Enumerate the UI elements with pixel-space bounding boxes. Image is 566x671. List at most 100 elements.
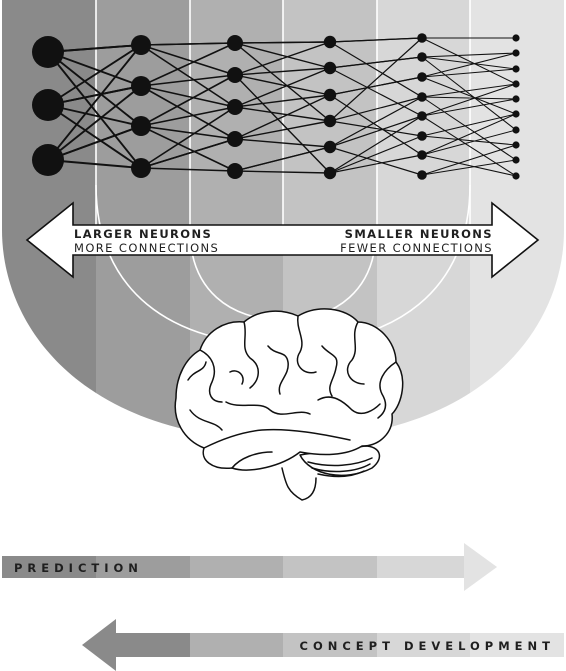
connection xyxy=(329,37,423,43)
neuron xyxy=(512,172,520,180)
size-comparison-arrow: LARGER NEURONS MORE CONNECTIONS SMALLER … xyxy=(25,201,540,279)
connection xyxy=(140,125,236,140)
neuron xyxy=(417,111,427,121)
neuron xyxy=(512,49,520,57)
prediction-arrowhead xyxy=(464,543,497,591)
connection xyxy=(140,85,236,108)
connection xyxy=(234,67,331,108)
neuron xyxy=(323,114,337,128)
neuron xyxy=(512,110,520,118)
connection xyxy=(421,113,517,137)
neuron xyxy=(32,89,64,121)
connection xyxy=(421,144,517,176)
neuron xyxy=(417,33,427,43)
connection xyxy=(234,120,331,140)
connection xyxy=(329,120,423,137)
connection xyxy=(329,115,423,174)
connection xyxy=(140,74,236,87)
connection xyxy=(421,115,517,177)
connection xyxy=(234,74,331,174)
neuron xyxy=(512,156,520,164)
concept-arrowhead xyxy=(82,619,116,671)
connection xyxy=(329,67,423,117)
concept-development-label: CONCEPT DEVELOPMENT xyxy=(300,639,555,653)
connection xyxy=(421,113,517,156)
brain-icon xyxy=(174,308,404,501)
neuron xyxy=(227,99,243,115)
connection xyxy=(140,44,236,108)
concept-segment xyxy=(115,633,190,657)
connection xyxy=(140,85,236,140)
connection xyxy=(421,56,517,70)
concept-development-bar: CONCEPT DEVELOPMENT xyxy=(82,619,564,671)
connection xyxy=(234,41,331,44)
connection xyxy=(47,51,142,87)
neuron xyxy=(131,116,151,136)
prediction-segment xyxy=(190,556,283,578)
neuron xyxy=(417,52,427,62)
neuron xyxy=(417,92,427,102)
neuron xyxy=(32,144,64,176)
connection xyxy=(234,41,331,76)
neuron xyxy=(323,35,337,49)
neuron xyxy=(512,65,520,73)
neuron xyxy=(512,126,520,134)
connection xyxy=(140,42,236,46)
neuron xyxy=(131,158,151,178)
neuron xyxy=(417,170,427,180)
connection xyxy=(47,125,142,161)
connection xyxy=(421,37,517,85)
neuron xyxy=(512,34,520,42)
connection xyxy=(329,154,423,174)
connection xyxy=(421,129,517,156)
connection xyxy=(140,125,236,172)
connection xyxy=(234,138,331,148)
connection xyxy=(421,83,517,98)
connection xyxy=(234,42,331,69)
more-connections-label: MORE CONNECTIONS xyxy=(74,241,219,255)
neuron xyxy=(417,150,427,160)
connection xyxy=(140,42,236,87)
connection xyxy=(421,52,517,78)
connection xyxy=(329,41,423,98)
neuron xyxy=(32,36,64,68)
connection xyxy=(47,51,142,127)
connection xyxy=(47,44,142,161)
prediction-bar: PREDICTION xyxy=(2,543,497,591)
network-neurons xyxy=(32,33,520,180)
neuron xyxy=(417,131,427,141)
connection xyxy=(234,94,331,140)
neuron xyxy=(227,67,243,83)
connection xyxy=(140,106,236,169)
band-2 xyxy=(96,0,190,440)
connection xyxy=(329,135,423,174)
connection xyxy=(329,115,423,148)
neuron xyxy=(417,72,427,82)
connection xyxy=(421,159,517,176)
connection xyxy=(234,42,331,122)
connection xyxy=(329,94,423,156)
connection xyxy=(421,68,517,78)
connection xyxy=(234,170,331,174)
connection xyxy=(421,52,517,58)
neuron xyxy=(323,140,337,154)
concept-segment xyxy=(470,633,564,657)
connection xyxy=(421,135,517,146)
neuron xyxy=(512,141,520,149)
neuron xyxy=(323,88,337,102)
prediction-segment xyxy=(2,556,96,578)
connection xyxy=(421,98,517,117)
larger-neurons-label: LARGER NEURONS xyxy=(74,227,212,241)
neuron xyxy=(512,80,520,88)
connection xyxy=(329,76,423,96)
neuron xyxy=(512,95,520,103)
prediction-label: PREDICTION xyxy=(14,561,143,575)
connection xyxy=(329,96,423,148)
prediction-segment xyxy=(96,556,190,578)
connection xyxy=(329,37,423,122)
neuron xyxy=(323,166,337,180)
neuron xyxy=(131,76,151,96)
connection xyxy=(47,44,142,106)
connection xyxy=(329,56,423,69)
